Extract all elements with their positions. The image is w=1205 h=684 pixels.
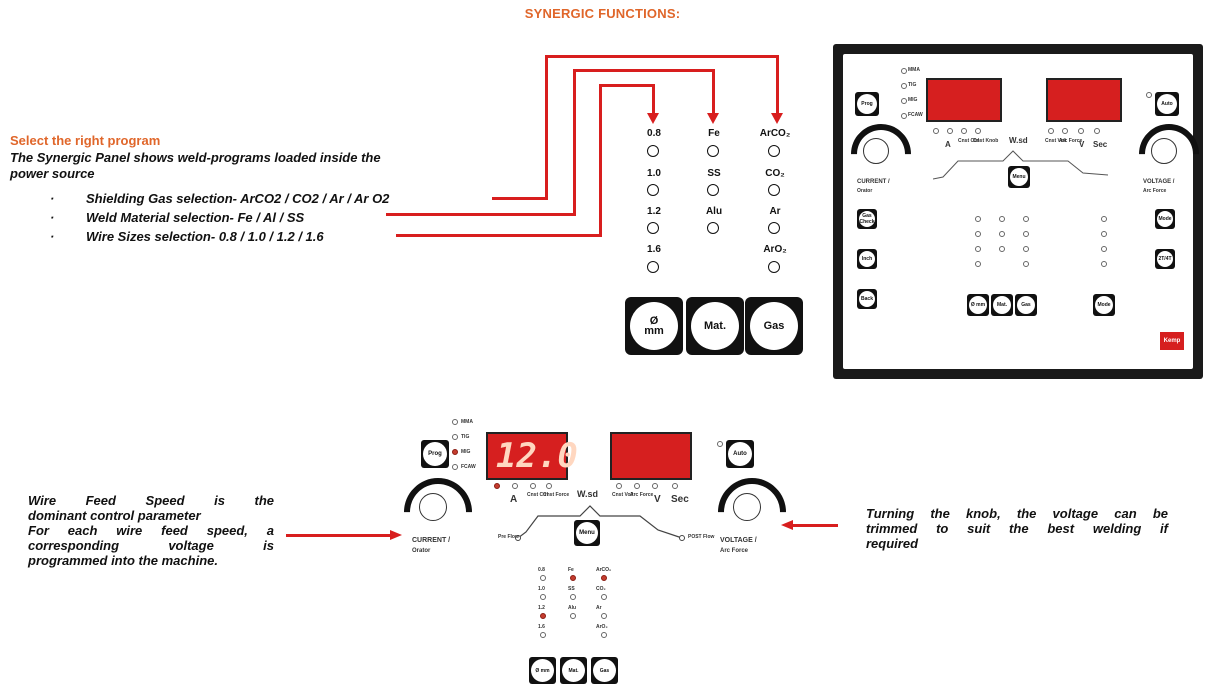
bullet-material: Weld Material selection- Fe / Al / SS bbox=[86, 210, 305, 225]
voltage-knob[interactable] bbox=[733, 493, 761, 521]
panel-inch-button[interactable]: Inch bbox=[857, 249, 877, 269]
page-title: SYNERGIC FUNCTIONS: bbox=[524, 6, 681, 21]
current-knob[interactable] bbox=[419, 493, 447, 521]
wire-feed-note: Wire Feed Speed is the dominant control … bbox=[28, 493, 274, 568]
panel-display-left bbox=[926, 78, 1002, 122]
bullet-gas: Shielding Gas selection- ArCO2 / CO2 / A… bbox=[86, 191, 390, 206]
panel-gas-check-button[interactable]: Gas Check bbox=[857, 209, 877, 229]
panel-current-knob[interactable] bbox=[863, 138, 889, 164]
arrow-current-head bbox=[390, 530, 402, 540]
led-wire-1-2 bbox=[647, 222, 659, 234]
led-wire-0-8 bbox=[647, 145, 659, 157]
voltage-note: Turning the knob, the voltage can be tri… bbox=[866, 506, 1168, 551]
led-material-fe bbox=[707, 145, 719, 157]
panel-voltage-knob[interactable] bbox=[1151, 138, 1177, 164]
gas-co2: CO₂ bbox=[765, 168, 785, 179]
arrow-current bbox=[286, 534, 392, 537]
panel-display-right bbox=[1046, 78, 1122, 122]
panel-gas-button[interactable]: Gas bbox=[1015, 294, 1037, 316]
control-panel-photo: MMA TIG MIG FCAW Prog Auto A Cnst Ctrl C… bbox=[833, 44, 1205, 379]
led-material-ss bbox=[707, 184, 719, 196]
arrow-voltage-head bbox=[781, 520, 793, 530]
panel-wire-button[interactable]: Ø mm bbox=[967, 294, 989, 316]
bottom-wire-button[interactable]: Ø mm bbox=[529, 657, 556, 684]
led-gas-co2 bbox=[768, 184, 780, 196]
weld-curve bbox=[515, 505, 685, 541]
led-gas-ar bbox=[768, 222, 780, 234]
bottom-prog-button[interactable]: Prog bbox=[421, 440, 449, 468]
arrow-voltage bbox=[792, 524, 838, 527]
intro-heading: Select the right program bbox=[10, 133, 161, 148]
led-material-alu bbox=[707, 222, 719, 234]
brand-logo: Kemp bbox=[1160, 332, 1184, 350]
gas-ar: Ar bbox=[769, 206, 781, 217]
wire-size-1-0: 1.0 bbox=[647, 168, 661, 179]
bottom-material-button[interactable]: Mat. bbox=[560, 657, 587, 684]
material-fe: Fe bbox=[708, 128, 720, 139]
bullet-wire: Wire Sizes selection- 0.8 / 1.0 / 1.2 / … bbox=[86, 229, 324, 244]
gas-arco2: ArCO₂ bbox=[759, 128, 791, 139]
material-alu: Alu bbox=[705, 206, 723, 217]
led-wire-1-0 bbox=[647, 184, 659, 196]
gas-aro2: ArO₂ bbox=[763, 244, 787, 255]
bullet-mark: · bbox=[50, 191, 55, 206]
display-value: 12.0 bbox=[496, 436, 578, 476]
bottom-menu-button[interactable]: Menu bbox=[574, 520, 600, 546]
panel-prog-button[interactable]: Prog bbox=[855, 92, 879, 116]
intro-line-1: The Synergic Panel shows weld-programs l… bbox=[10, 150, 381, 165]
wire-size-0-8: 0.8 bbox=[647, 128, 661, 139]
wire-size-1-2: 1.2 bbox=[647, 206, 661, 217]
bullet-mark: · bbox=[50, 229, 55, 244]
intro-line-2: power source bbox=[10, 166, 95, 181]
panel-2t4t-button[interactable]: 2T/4T bbox=[1155, 249, 1175, 269]
bottom-display-right bbox=[610, 432, 692, 480]
material-ss: SS bbox=[707, 168, 721, 179]
wire-size-1-6: 1.6 bbox=[647, 244, 661, 255]
panel-auto-button[interactable]: Auto bbox=[1155, 92, 1179, 116]
led-gas-arco2 bbox=[768, 145, 780, 157]
material-button[interactable]: Mat. bbox=[686, 297, 744, 355]
panel-menu-button[interactable]: Menu bbox=[1008, 166, 1030, 188]
led-wire-1-6 bbox=[647, 261, 659, 273]
bottom-display-left: 12.0 bbox=[486, 432, 578, 480]
panel-curve bbox=[933, 150, 1109, 180]
bottom-auto-button[interactable]: Auto bbox=[726, 440, 754, 468]
panel-bottom-mode-button[interactable]: Mode bbox=[1093, 294, 1115, 316]
gas-button[interactable]: Gas bbox=[745, 297, 803, 355]
panel-back-button[interactable]: Back bbox=[857, 289, 877, 309]
led-gas-aro2 bbox=[768, 261, 780, 273]
bottom-gas-button[interactable]: Gas bbox=[591, 657, 618, 684]
panel-mode-button[interactable]: Mode bbox=[1155, 209, 1175, 229]
bullet-mark: · bbox=[50, 210, 55, 225]
panel-material-button[interactable]: Mat. bbox=[991, 294, 1013, 316]
